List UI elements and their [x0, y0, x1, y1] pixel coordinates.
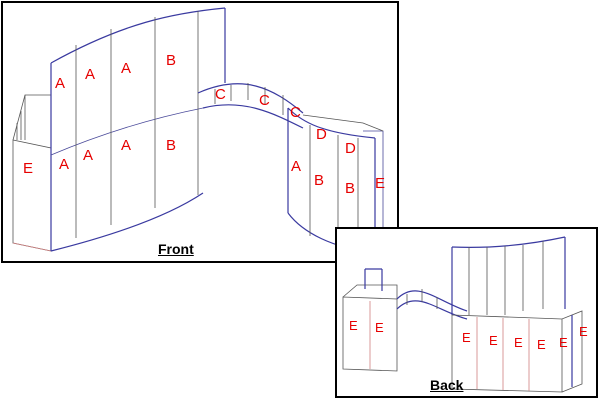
back-bottom-wall [451, 310, 583, 393]
back-view-panel: E E E E E E E E Back [335, 227, 598, 398]
label-e: E [537, 337, 546, 352]
back-caption: Back [430, 377, 464, 393]
front-view-drawing: A A A B C C C D D E A A A B A B B E [12, 7, 385, 254]
label-b: B [314, 172, 324, 189]
label-b: B [345, 180, 355, 197]
label-a: A [55, 75, 65, 92]
label-e: E [579, 324, 588, 339]
label-d: D [345, 140, 356, 157]
back-view-drawing: E E E E E E E E [342, 236, 588, 393]
label-a: A [59, 156, 69, 173]
label-a: A [121, 137, 131, 154]
label-e: E [349, 318, 358, 333]
label-a: A [121, 60, 131, 77]
label-a: A [83, 147, 93, 164]
label-e: E [23, 160, 33, 177]
back-left-box [342, 268, 398, 372]
back-tall-wall [451, 236, 566, 315]
label-e: E [375, 175, 385, 192]
label-a: A [85, 66, 95, 83]
arch-wall [197, 83, 304, 129]
label-c: C [215, 86, 226, 103]
back-arch [396, 289, 468, 320]
label-e: E [559, 335, 568, 350]
curved-wall-large [50, 7, 226, 252]
label-a: A [291, 158, 301, 175]
label-b: B [166, 137, 176, 154]
label-e: E [375, 320, 384, 335]
front-view-panel: A A A B C C C D D E A A A B A B B E Fron… [1, 1, 399, 263]
front-caption: Front [158, 241, 194, 257]
back-labels: E E E E E E E E [349, 318, 588, 352]
label-e: E [489, 333, 498, 348]
label-c: C [259, 92, 270, 109]
label-b: B [166, 52, 176, 69]
label-e: E [514, 335, 523, 350]
label-e: E [462, 330, 471, 345]
label-c: C [290, 104, 301, 121]
label-d: D [316, 126, 327, 143]
front-labels: A A A B C C C D D E A A A B A B B E [23, 52, 385, 197]
